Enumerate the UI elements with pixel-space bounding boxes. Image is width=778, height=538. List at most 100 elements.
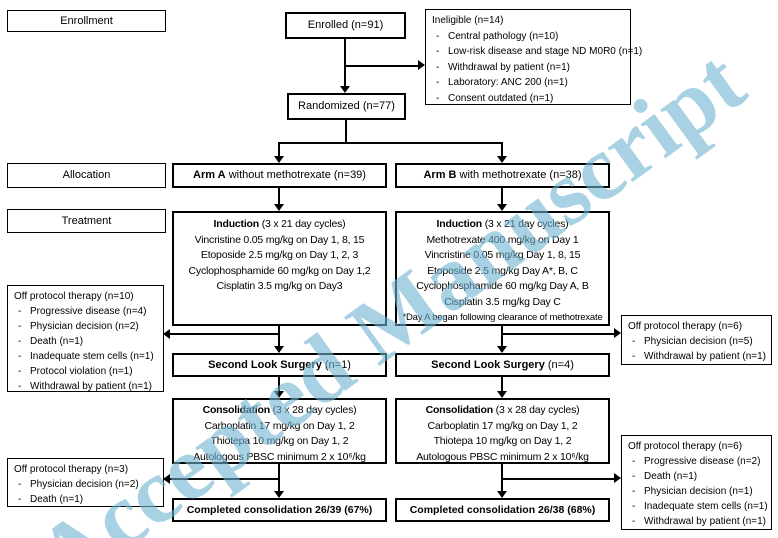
- randomized-label: Randomized (n=77): [298, 100, 395, 112]
- connector-arm-b-down: [501, 188, 503, 205]
- connector-split-a: [278, 142, 280, 157]
- second-look-b-label: Second Look Surgery (n=4): [431, 358, 574, 371]
- completed-b-box: Completed consolidation 26/38 (68%): [395, 498, 610, 522]
- regimen-line: Thiotepa 10 mg/kg on Day 1, 2: [210, 435, 349, 447]
- stage-label-text: Treatment: [61, 214, 112, 227]
- off-protocol-b2-box: Off protocol therapy (n=6) Progressive d…: [621, 435, 772, 530]
- arrowhead-consolidation-a: [274, 391, 284, 398]
- list-item: Protocol violation (n=1): [14, 364, 158, 379]
- completed-a-box: Completed consolidation 26/39 (67%): [172, 498, 387, 522]
- list-item: Withdrawal by patient (n=1): [432, 60, 625, 76]
- regimen-line: Etoposide 2.5 mg/kg on Day 1, 2, 3: [200, 249, 359, 261]
- regimen-line: Vincristine 0.05 mg/kg on Day 1, 8, 15: [194, 233, 365, 246]
- arrowhead-off-b2: [614, 473, 621, 483]
- randomized-box: Randomized (n=77): [287, 93, 406, 120]
- regimen-line: Cisplatin 3.5 mg/kg Day C: [444, 295, 561, 308]
- regimen-line: Methotrexate 400 mg/kg on Day 1: [426, 233, 579, 246]
- induction-b-box: Induction (3 x 21 day cycles) Methotrexa…: [395, 211, 610, 326]
- list-item: Death (n=1): [14, 492, 158, 507]
- off-protocol-a1-box: Off protocol therapy (n=10) Progressive …: [7, 285, 164, 394]
- list-item: Withdrawal by patient (n=1): [628, 349, 766, 364]
- regimen-line: Thiotepa 10 mg/kg on Day 1, 2: [433, 435, 572, 447]
- second-look-a-box: Second Look Surgery (n=1): [172, 353, 387, 377]
- ineligible-title: Ineligible (n=14): [432, 15, 504, 26]
- off-protocol-title: Off protocol therapy (n=6): [628, 441, 743, 452]
- enrolled-label: Enrolled (n=91): [307, 19, 384, 31]
- second-look-b-box: Second Look Surgery (n=4): [395, 353, 610, 377]
- induction-a-box: Induction (3 x 21 day cycles) Vincristin…: [172, 211, 387, 326]
- arrowhead-second-look-a: [274, 346, 284, 353]
- arm-b-label: Arm B with methotrexate (n=38): [423, 169, 582, 181]
- connector-enrolled-down: [344, 39, 346, 88]
- connector-split-b: [501, 142, 503, 157]
- arrowhead-completed-a: [274, 491, 284, 498]
- off-protocol-title: Off protocol therapy (n=6): [628, 321, 743, 332]
- arrowhead-arm-a: [274, 156, 284, 163]
- arrowhead-completed-b: [497, 491, 507, 498]
- list-item: Physician decision (n=2): [14, 319, 158, 334]
- arrowhead-off-a1: [163, 329, 170, 339]
- list-item: Low-risk disease and stage ND M0R0 (n=1): [432, 44, 642, 60]
- stage-label-text: Allocation: [62, 169, 111, 181]
- consolidation-b-box: Consolidation (3 x 28 day cycles) Carbop…: [395, 398, 610, 464]
- list-item: Inadequate stem cells (n=1): [14, 349, 158, 364]
- regimen-line: Cyclophosphamide 60 mg/kg on Day 1,2: [188, 264, 371, 277]
- completed-a-label: Completed consolidation 26/39 (67%): [186, 503, 373, 516]
- list-item: Consent outdated (n=1): [432, 91, 625, 107]
- connector-to-off-b2: [501, 478, 615, 480]
- arrowhead-arm-b: [497, 156, 507, 163]
- list-item: Central pathology (n=10): [432, 29, 625, 45]
- list-item: Inadequate stem cells (n=1): [628, 499, 768, 514]
- connector-to-off-b1: [501, 333, 615, 335]
- connector-split: [278, 142, 503, 144]
- arrowhead-ineligible: [418, 60, 425, 70]
- list-item: Withdrawal by patient (n=1): [628, 514, 766, 529]
- regimen-line: Vincristine 0.05 mg/kg Day 1, 8, 15: [424, 249, 581, 261]
- list-item: Death (n=1): [628, 469, 766, 484]
- regimen-line: Carboplatin 17 mg/kg on Day 1, 2: [427, 419, 578, 432]
- completed-b-label: Completed consolidation 26/38 (68%): [409, 503, 596, 516]
- induction-a-title: Induction (3 x 21 day cycles): [213, 218, 346, 230]
- arrowhead-consolidation-b: [497, 391, 507, 398]
- list-item: Physician decision (n=5): [628, 334, 766, 349]
- off-protocol-title: Off protocol therapy (n=3): [14, 464, 129, 475]
- list-item: Physician decision (n=2): [14, 477, 158, 492]
- list-item: Progressive disease (n=4): [14, 304, 158, 319]
- off-protocol-a2-box: Off protocol therapy (n=3) Physician dec…: [7, 458, 164, 507]
- consolidation-b-title: Consolidation (3 x 28 day cycles): [425, 404, 580, 416]
- arm-a-label: Arm A without methotrexate (n=39): [193, 169, 366, 181]
- regimen-line: Autologous PBSC minimum 2 x 10⁶/kg: [193, 450, 366, 463]
- stage-label-text: Enrollment: [60, 14, 113, 27]
- regimen-line: Cyclophosphamide 60 mg/kg Day A, B: [416, 280, 589, 292]
- arrowhead-randomized: [340, 86, 350, 93]
- off-protocol-title: Off protocol therapy (n=10): [14, 291, 134, 302]
- stage-label-enrollment: Enrollment: [7, 10, 166, 32]
- connector-induction-b-down: [501, 326, 503, 347]
- arrowhead-off-a2: [163, 474, 170, 484]
- arrowhead-off-b1: [614, 328, 621, 338]
- connector-arm-a-down: [278, 188, 280, 205]
- list-item: Death (n=1): [14, 334, 158, 349]
- connector-induction-a-down: [278, 326, 280, 347]
- arrowhead-induction-a: [274, 204, 284, 211]
- connector-to-off-a1: [169, 333, 280, 335]
- list-item: Withdrawal by patient (n=1): [14, 379, 158, 394]
- connector-to-ineligible: [345, 65, 418, 67]
- connector-randomized-down: [345, 120, 347, 143]
- list-item: Physician decision (n=1): [628, 484, 766, 499]
- arrowhead-second-look-b: [497, 346, 507, 353]
- footnote-line: *Day A began following clearance of meth…: [402, 312, 603, 323]
- induction-b-title: Induction (3 x 21 day cycles): [436, 218, 569, 230]
- consolidation-a-box: Consolidation (3 x 28 day cycles) Carbop…: [172, 398, 387, 464]
- connector-to-off-a2: [169, 478, 280, 480]
- ineligible-box: Ineligible (n=14) Central pathology (n=1…: [425, 9, 642, 107]
- stage-label-treatment: Treatment: [7, 209, 166, 233]
- connector-second-look-b-down: [501, 377, 503, 392]
- list-item: Laboratory: ANC 200 (n=1): [432, 75, 625, 91]
- connector-second-look-a-down: [278, 377, 280, 392]
- stage-label-allocation: Allocation: [7, 163, 166, 188]
- consolidation-a-title: Consolidation (3 x 28 day cycles): [202, 404, 357, 416]
- regimen-line: Cisplatin 3.5 mg/kg on Day3: [216, 280, 343, 292]
- regimen-line: Etoposide 2.5 mg/kg Day A*, B, C: [427, 264, 578, 277]
